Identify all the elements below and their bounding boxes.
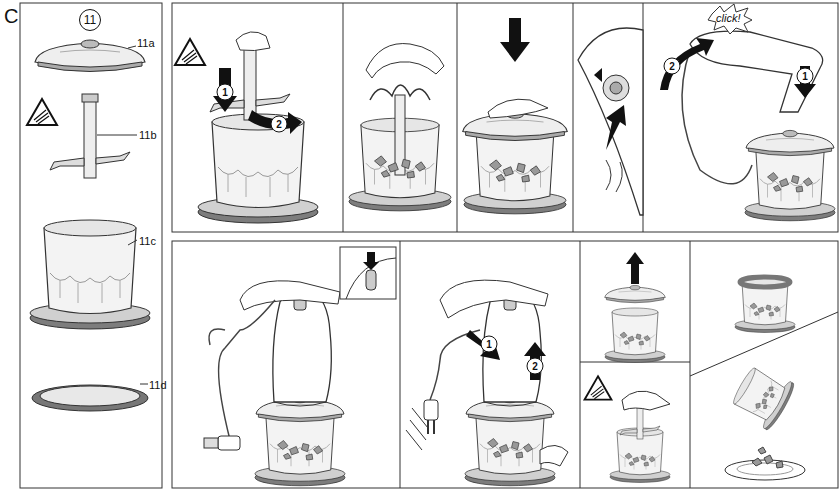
arrow (213, 68, 237, 112)
food (490, 160, 541, 182)
step-number: 1 (797, 68, 814, 85)
part-label: 11a (137, 38, 155, 49)
switch (366, 270, 376, 290)
food (488, 439, 533, 459)
arrow (606, 105, 626, 150)
arrow (248, 110, 302, 134)
lid (605, 285, 666, 302)
parts-panel (20, 3, 162, 488)
step-number: 2 (664, 58, 681, 75)
coupling (603, 75, 629, 101)
step-panel (172, 241, 838, 488)
cable (682, 50, 752, 184)
blade-top (606, 160, 622, 192)
arrow (363, 252, 379, 270)
part-label: 11b (139, 130, 157, 141)
leader-line (97, 46, 148, 384)
click-burst (708, 4, 752, 34)
hand (440, 280, 548, 318)
anti-slip-base (40, 386, 140, 406)
anti-slip-base (32, 385, 148, 411)
part-label: 11d (149, 380, 167, 391)
warning-icon (585, 376, 612, 399)
hand (488, 99, 548, 118)
arrow (524, 342, 546, 380)
bowl (30, 220, 150, 329)
food (768, 173, 813, 193)
hand (366, 44, 444, 78)
bowl (605, 308, 665, 363)
food (278, 441, 323, 461)
bowl (198, 114, 318, 223)
step-number: 2 (527, 358, 544, 375)
warning-icon (27, 99, 57, 125)
food (620, 332, 650, 345)
arrow (626, 252, 644, 284)
step-number: 2 (271, 116, 288, 133)
lid (35, 40, 145, 72)
herbs (370, 85, 430, 100)
tipped-bowl (728, 361, 797, 432)
divider (580, 241, 581, 488)
step-number: 1 (481, 336, 498, 353)
coupling (610, 82, 622, 94)
socket (204, 438, 218, 448)
hand (236, 32, 270, 51)
plate (737, 463, 793, 475)
bowl (735, 278, 795, 333)
part-label: 11c (139, 236, 156, 247)
food (375, 156, 426, 178)
plate (725, 460, 805, 480)
cable (219, 300, 275, 440)
part-number: 11 (79, 9, 101, 31)
lid (746, 130, 834, 155)
divider (573, 3, 574, 232)
hand (622, 391, 670, 410)
arrow (466, 330, 500, 360)
arrow (500, 18, 530, 62)
inset (340, 247, 396, 299)
divider (400, 241, 401, 488)
hand (240, 281, 340, 310)
cable (209, 329, 225, 345)
cross-out (406, 408, 428, 450)
arrow (794, 66, 816, 98)
motor-unit (273, 289, 331, 407)
marker (594, 68, 602, 82)
food (625, 453, 655, 466)
food (752, 447, 783, 468)
food (750, 303, 780, 316)
blade (50, 94, 130, 178)
step-number: 1 (217, 84, 234, 101)
sound-label: click! (716, 13, 740, 24)
divider (690, 241, 691, 488)
step-panel (172, 3, 838, 232)
plug (218, 436, 240, 450)
plug (424, 400, 438, 420)
base-ring (740, 277, 790, 287)
divider (457, 3, 458, 232)
panel-letter: C (4, 6, 18, 26)
divider (343, 3, 344, 232)
hand (540, 445, 568, 466)
plug-pins (428, 420, 434, 434)
motor-detail (578, 28, 643, 215)
arrow (660, 38, 714, 90)
warning-icon (175, 39, 205, 65)
